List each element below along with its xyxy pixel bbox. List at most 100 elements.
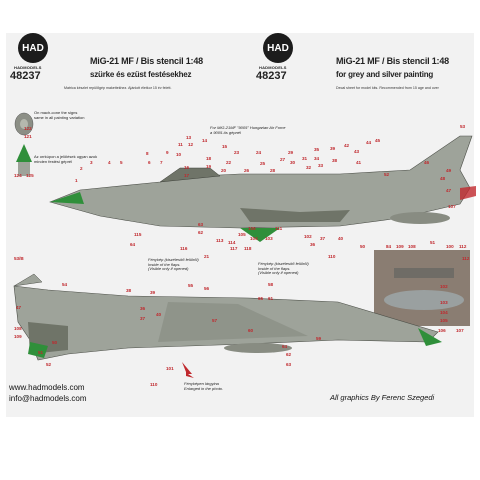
hungarian-note-line1: For MiG-21MF "9005" Hungarian Air Force [210,125,286,130]
photo-note-line1: Fényképen lárgyina [184,381,219,386]
stencil-number: 2 [80,166,83,171]
mig21-side-view-bottom [13,273,442,361]
stencil-number: 35 [314,147,320,152]
stencil-number: 62 [198,230,204,235]
hungarian-note-line2: a 9005-ös gépnél [210,129,241,135]
stencil-number: 111 [275,226,283,231]
photo-background-icon [374,250,470,326]
stencil-number: 5 [120,160,123,165]
stencil-number: 4 [108,160,111,165]
canopy-top-icon [159,167,221,183]
stencil-number: 46 [424,160,430,165]
flaps-note-left-line1: Fénykép (kiszélesítő felülről) [148,257,199,262]
pylon-photo-inset [374,250,470,326]
stencil-number: 38 [126,288,132,293]
mig21-side-view-top [49,135,476,242]
stencil-number: 44 [366,140,372,145]
stencil-number: 106 [248,226,256,231]
ventral-fin-bottom-icon [28,342,48,358]
note-left: Matrica készlet repülőgép makettekhez. A… [64,86,172,90]
email-link[interactable]: info@hadmodels.com [9,394,87,403]
flaps-note-left-line2: Inside of the flaps. [148,261,181,267]
nose-cone-note-hu: Az orrkúpon a jelölések ugyan azok minde… [34,154,98,164]
stencil-number: 7 [160,160,163,165]
stencil-number: 115 [134,232,142,237]
stencil-number: 40 [156,312,162,317]
stencil-number: 101 [166,366,174,371]
stencil-number: 37 [320,236,326,241]
nose-cone-note-line3: Az orrkúpon a jelölések ugyan azok [34,154,98,159]
stencil-number: 25 [260,161,266,166]
tail-fin-bottom-icon [13,273,43,287]
stencil-number: 22 [226,160,232,165]
stencil-number: 102 [440,284,448,289]
stencil-number: 105 [238,232,246,237]
flaps-note-right-line3: (Visible only if opened) [258,270,299,275]
stencil-number: 118 [244,246,252,251]
stencil-number: 30 [290,160,296,165]
flaps-note-right: Fénykép (kiszélesítő felülről) Inside of… [258,261,309,276]
stencil-number: 17 [184,173,190,178]
stencil-number: 38 [332,158,338,163]
stencil-number: 9 [166,150,169,155]
nose-cone-note-line4: minden festési géprél [34,158,73,164]
stencil-number: 61 [268,296,274,301]
stencil-number: 10 [176,152,182,157]
stencil-number: 27 [280,157,286,162]
stencil-label-124: 124 [14,173,22,178]
stencil-number: 40 [338,236,344,241]
stencil-number: 51 [430,240,436,245]
stencil-number: 11 [178,142,183,147]
stencil-number: 110 [328,254,336,259]
title-right: MiG-21 MF / Bis stencil 1:48 [336,56,449,66]
stencil-number: 36 [140,306,146,311]
stencil-number: 33 [318,163,324,168]
stencil-number: 59 [316,336,322,341]
flaps-note-right-line2: Inside of the flaps. [258,265,291,271]
note-right: Decal sheet for model kits. Recommended … [336,86,439,90]
stencil-number: 102 [304,234,312,239]
stencil-number: 52 [46,362,52,367]
stencil-number: 112 [462,256,470,261]
stencil-number: 39 [330,146,336,151]
title-left: MiG-21 MF / Bis stencil 1:48 [90,56,203,66]
stencil-number: 64 [130,242,136,247]
stencil-number: 50 [52,340,58,345]
drop-tank-bottom-icon [224,343,292,353]
stencil-number: 14 [202,138,208,143]
stencil-number: 13 [186,135,192,140]
stencil-number: 26 [244,168,250,173]
stencil-number: 114 [228,240,236,245]
stencil-number: 109 [14,334,22,339]
stencil-number: 48 [440,176,446,181]
graphics-credit: All graphics By Ferenc Szegedi [330,393,435,402]
logo-text: HAD [22,42,44,54]
stencil-number: 3 [90,160,93,165]
radome-bottom-icon [418,328,442,346]
stencil-number: 50 [360,244,366,249]
stencil-number: 62 [286,352,292,357]
stencil-number: 20 [221,168,227,173]
stencil-number: 57 [212,318,218,323]
subtitle-right: for grey and silver painting [336,70,434,79]
stencil-number: 105 [440,318,448,323]
nose-cone-side-icon [16,144,32,162]
brand-right: HADMODELS [259,65,287,70]
catalog-number-right: 48237 [256,70,287,82]
stencil-number: 53/B [14,256,24,261]
stencil-number: 64 [282,344,288,349]
nose-cone-note-line1: On mach-cone the signs [34,110,78,115]
nose-cone-note-en: On mach-cone the signs same in all paint… [34,110,84,120]
stencil-number: 53 [460,124,466,129]
logo-text: HAD [267,42,289,54]
stencil-number: 19 [206,164,212,169]
photo-note-line2: Enlarged in the photo. [184,385,224,391]
website-link[interactable]: www.hadmodels.com [9,383,85,392]
stencil-number: 103 [265,236,273,241]
stencil-number: 12 [188,142,194,147]
stencil-number: 63 [198,222,204,227]
nose-cone-base-icon [18,162,30,176]
radome-top-icon [50,192,84,204]
stencil-number: 104 [440,310,448,315]
